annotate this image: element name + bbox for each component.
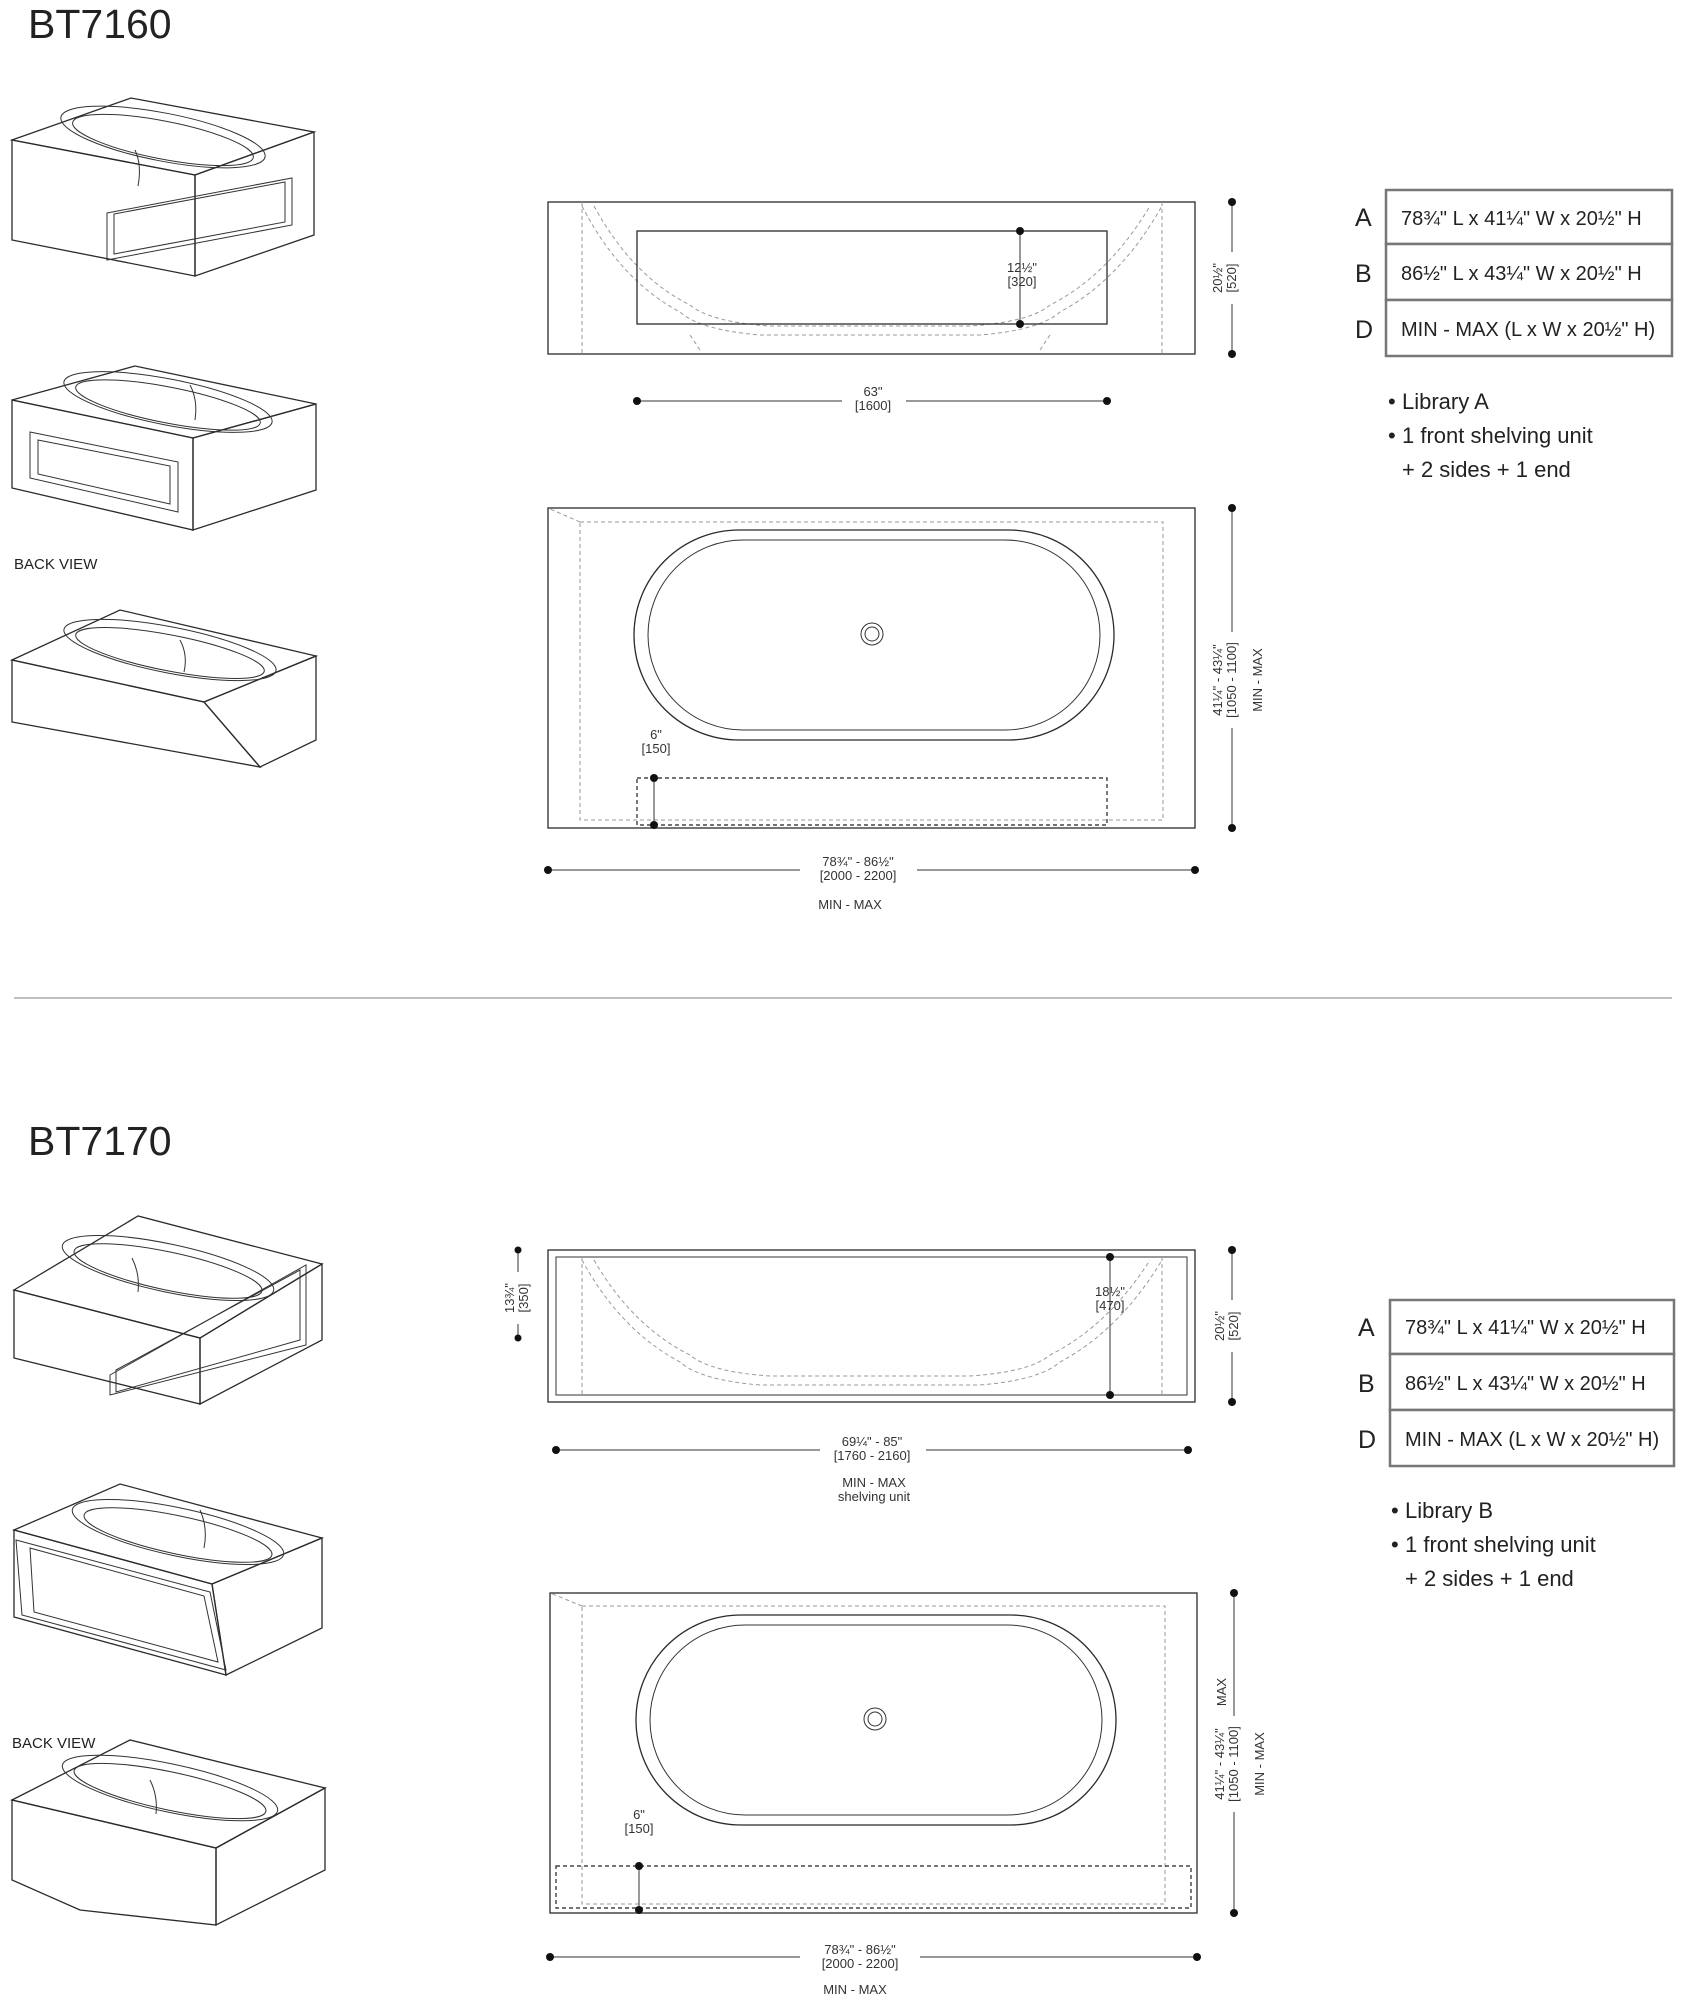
dim-point xyxy=(1016,320,1024,328)
svg-text:•: • xyxy=(1388,389,1396,414)
spec-table-bt7160: A B D 78¾" L x 41¼" W x 20½" H 86½" L x … xyxy=(1355,188,1674,358)
height-in: 20½" xyxy=(1212,1311,1227,1341)
length-mm: [2000 - 2200] xyxy=(822,1956,899,1971)
dim-point xyxy=(1016,227,1024,235)
height-mm: [520] xyxy=(1226,1312,1241,1341)
svg-text:•: • xyxy=(1391,1532,1399,1557)
front-elevation-bt7170: 18½" [470] 13¾" [350] 20½" [520] 69¼" - … xyxy=(500,1246,1241,1504)
plan-view-bt7170: 6" [150] MAX 41¼" - 43¼" [1050 - 1100] M… xyxy=(546,1589,1267,1997)
shelf-height-in: 12½" xyxy=(1007,260,1037,275)
shelf-note: MIN - MAX xyxy=(842,1475,906,1490)
shelf-width-in: 69¼" - 85" xyxy=(842,1434,903,1449)
notes-bt7170: • Library B • 1 front shelving unit + 2 … xyxy=(1391,1498,1596,1591)
notes-bt7160: • Library A • 1 front shelving unit + 2 … xyxy=(1388,389,1593,482)
note-item: Library B xyxy=(1405,1498,1493,1523)
spec-value: MIN - MAX (L x W x 20½" H) xyxy=(1401,319,1655,341)
left-height-in: 13¾" xyxy=(502,1283,517,1313)
note-item: + 2 sides + 1 end xyxy=(1405,1566,1574,1591)
width-note-top: MAX xyxy=(1214,1678,1229,1707)
left-height-mm: [350] xyxy=(516,1284,531,1313)
isometric-view-1-bt7170 xyxy=(12,1215,324,1406)
isometric-view-2-bt7160 xyxy=(11,365,317,531)
depth-in: 6" xyxy=(650,727,662,742)
height-mm: [520] xyxy=(1224,264,1239,293)
isometric-view-1-bt7160 xyxy=(9,97,317,277)
depth-in: 6" xyxy=(633,1807,645,1822)
svg-text:•: • xyxy=(1388,423,1396,448)
spec-key: A xyxy=(1358,1314,1375,1342)
length-note: MIN - MAX xyxy=(818,897,882,912)
height-in: 20½" xyxy=(1210,263,1225,293)
shelf-width-in: 63" xyxy=(863,384,882,399)
spec-key: D xyxy=(1355,316,1373,344)
note-item: + 2 sides + 1 end xyxy=(1402,457,1571,482)
svg-text:•: • xyxy=(1391,1498,1399,1523)
shelf-width-mm: [1760 - 2160] xyxy=(834,1448,911,1463)
spec-value: MIN - MAX (L x W x 20½" H) xyxy=(1405,1429,1659,1451)
length-in: 78¾" - 86½" xyxy=(822,854,894,869)
spec-value: 78¾" L x 41¼" W x 20½" H xyxy=(1405,1317,1646,1339)
model-title-bt7160: BT7160 xyxy=(28,1,172,47)
back-view-label-bt7160: BACK VIEW xyxy=(14,556,98,573)
shelf-height-mm: [320] xyxy=(1008,274,1037,289)
plan-view-bt7160: 6" [150] 41¼" - 43¼" [1050 - 1100] MIN -… xyxy=(544,504,1265,912)
front-elevation-bt7160: 12½" [320] 20½" [520] 63" [1600] xyxy=(547,198,1239,413)
spec-key: B xyxy=(1358,1370,1375,1398)
spec-key: D xyxy=(1358,1426,1376,1454)
shelf-height-mm: [470] xyxy=(1096,1298,1125,1313)
shelf-width-mm: [1600] xyxy=(855,398,891,413)
isometric-view-3-bt7170 xyxy=(10,1739,327,1927)
length-mm: [2000 - 2200] xyxy=(820,868,897,883)
spec-value: 86½" L x 43¼" W x 20½" H xyxy=(1401,263,1642,285)
shelf-height-in: 18½" xyxy=(1095,1284,1125,1299)
depth-mm: [150] xyxy=(642,741,671,756)
spec-key: A xyxy=(1355,204,1372,232)
width-in: 41¼" - 43¼" xyxy=(1212,1728,1227,1800)
isometric-view-3-bt7160 xyxy=(9,609,319,768)
width-mm: [1050 - 1100] xyxy=(1226,1726,1241,1802)
note-item: 1 front shelving unit xyxy=(1402,423,1593,448)
length-in: 78¾" - 86½" xyxy=(824,1942,896,1957)
depth-mm: [150] xyxy=(625,1821,654,1836)
width-mm: [1050 - 1100] xyxy=(1224,642,1239,718)
back-view-label-bt7170: BACK VIEW xyxy=(12,1735,96,1752)
width-in: 41¼" - 43¼" xyxy=(1210,644,1225,716)
spec-value: 86½" L x 43¼" W x 20½" H xyxy=(1405,1373,1646,1395)
spec-key: B xyxy=(1355,260,1372,288)
note-item: 1 front shelving unit xyxy=(1405,1532,1596,1557)
spec-table-bt7170: A B D 78¾" L x 41¼" W x 20½" H 86½" L x … xyxy=(1358,1298,1676,1468)
note-item: Library A xyxy=(1402,389,1489,414)
width-note: MIN - MAX xyxy=(1250,648,1265,712)
width-note: MIN - MAX xyxy=(1252,1732,1267,1796)
length-note: MIN - MAX xyxy=(823,1982,887,1997)
spec-value: 78¾" L x 41¼" W x 20½" H xyxy=(1401,208,1642,230)
shelf-note-2: shelving unit xyxy=(838,1489,911,1504)
isometric-view-2-bt7170 xyxy=(12,1483,325,1676)
model-title-bt7170: BT7170 xyxy=(28,1118,172,1164)
